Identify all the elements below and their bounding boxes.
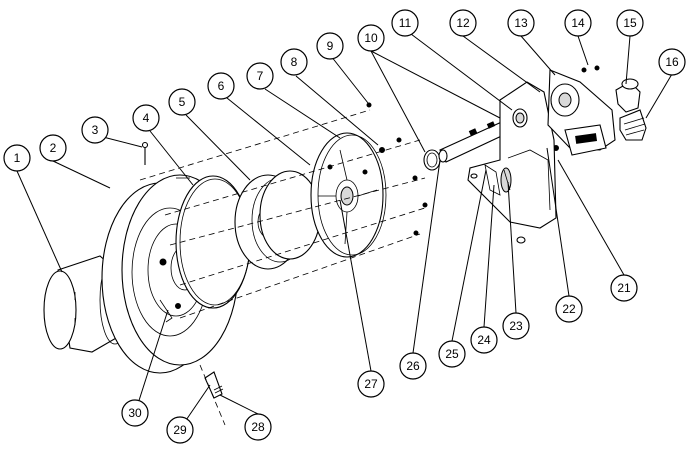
svg-text:26: 26 — [406, 359, 420, 373]
svg-text:10: 10 — [364, 31, 378, 45]
callout-25: 25 — [438, 340, 466, 368]
small-hardware — [366, 65, 600, 236]
callout-10: 10 — [357, 24, 385, 52]
callout-6: 6 — [207, 72, 235, 100]
part-drawings — [43, 65, 647, 426]
svg-text:7: 7 — [257, 69, 264, 83]
callout-30: 30 — [121, 399, 149, 427]
svg-text:16: 16 — [665, 55, 679, 69]
svg-text:15: 15 — [623, 16, 637, 30]
svg-text:28: 28 — [251, 420, 265, 434]
svg-text:13: 13 — [514, 16, 528, 30]
svg-text:11: 11 — [399, 16, 412, 30]
svg-text:1: 1 — [14, 151, 21, 165]
svg-text:30: 30 — [128, 406, 142, 420]
callout-9: 9 — [316, 32, 344, 60]
svg-text:4: 4 — [143, 111, 150, 125]
callout-3: 3 — [81, 116, 109, 144]
part-28-29-hose-fitting — [199, 364, 226, 426]
svg-text:2: 2 — [50, 141, 57, 155]
part-15-elbow — [615, 78, 641, 113]
part-frame-bracket — [467, 81, 557, 244]
svg-text:23: 23 — [509, 319, 523, 333]
svg-text:21: 21 — [617, 281, 631, 295]
part-7-side-plate — [310, 132, 387, 258]
callout-8: 8 — [280, 48, 308, 76]
callout-11: 11 — [391, 9, 419, 37]
part-30-pin — [159, 299, 173, 323]
part-3-pin — [141, 141, 149, 165]
part-13-swivel-housing — [547, 69, 616, 156]
callout-12: 12 — [449, 9, 477, 37]
assembly-lines — [139, 109, 429, 319]
callout-13: 13 — [507, 9, 535, 37]
svg-text:5: 5 — [179, 95, 186, 109]
callout-27: 27 — [357, 370, 385, 398]
svg-text:29: 29 — [173, 423, 187, 437]
part-10-seal-ring — [423, 149, 441, 171]
callout-22: 22 — [555, 295, 583, 323]
svg-text:27: 27 — [364, 377, 378, 391]
svg-text:8: 8 — [291, 55, 298, 69]
callout-5: 5 — [168, 88, 196, 116]
leader-lines — [16, 33, 673, 430]
callout-26: 26 — [399, 352, 427, 380]
svg-text:9: 9 — [327, 39, 334, 53]
part-16-hex-fitting — [619, 109, 647, 141]
svg-text:14: 14 — [571, 16, 585, 30]
svg-text:6: 6 — [218, 79, 225, 93]
callout-2: 2 — [39, 134, 67, 162]
callout-23: 23 — [502, 312, 530, 340]
callout-15: 15 — [616, 9, 644, 37]
svg-text:25: 25 — [445, 347, 459, 361]
callout-1: 1 — [3, 144, 31, 172]
svg-text:12: 12 — [456, 16, 470, 30]
callout-24: 24 — [470, 326, 498, 354]
callout-28: 28 — [244, 413, 272, 441]
callout-29: 29 — [166, 416, 194, 444]
callout-14: 14 — [564, 9, 592, 37]
callout-7: 7 — [246, 62, 274, 90]
svg-text:3: 3 — [92, 123, 99, 137]
svg-text:22: 22 — [562, 302, 576, 316]
callout-16: 16 — [658, 48, 686, 76]
callout-4: 4 — [132, 104, 160, 132]
callout-21: 21 — [610, 274, 638, 302]
callouts: 1 2 3 4 5 6 7 8 9 10 11 12 13 14 15 16 2… — [3, 9, 686, 444]
svg-text:24: 24 — [477, 333, 491, 347]
